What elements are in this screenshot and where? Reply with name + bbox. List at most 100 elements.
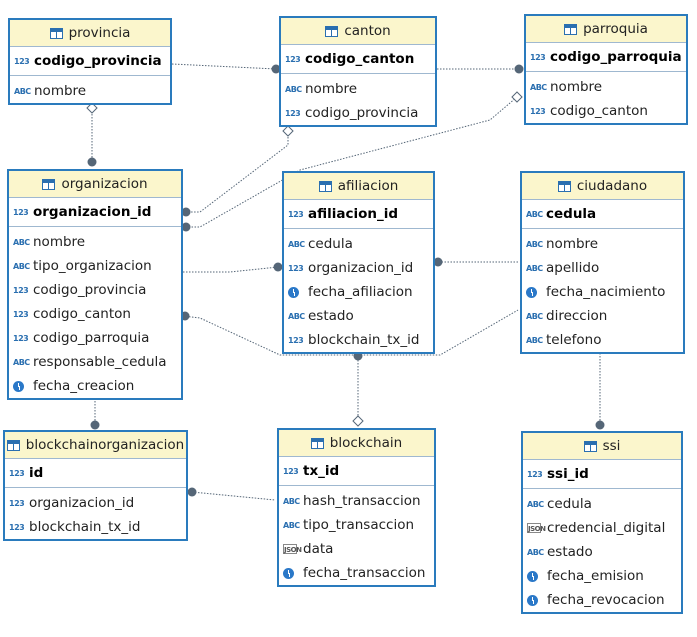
number-type-icon: 123 (9, 468, 25, 478)
date-type-icon (526, 286, 537, 298)
table-header[interactable]: afiliacion (284, 173, 433, 200)
text-type-icon: ABC (288, 311, 305, 321)
date-type-icon (13, 380, 24, 392)
edge-parroquia-organizacion (186, 96, 518, 228)
table-header[interactable]: organizacion (9, 171, 181, 198)
table-icon (310, 437, 324, 449)
table-title: afiliacion (337, 178, 399, 194)
relation-end-dot (181, 207, 191, 217)
primary-key-column[interactable]: 123 codigo_parroquia (526, 43, 686, 72)
column-name: tipo_organizacion (33, 258, 152, 274)
column-name: telefono (546, 332, 602, 348)
column-name: codigo_provincia (34, 53, 162, 69)
relation-diamond (511, 91, 523, 103)
column-name: estado (547, 544, 593, 560)
table-title: blockchain (329, 435, 403, 451)
edge-canton-organizacion (186, 131, 289, 213)
column-row[interactable]: fecha_transaccion (279, 561, 434, 585)
number-type-icon: 123 (530, 52, 546, 62)
number-type-icon: 123 (13, 285, 29, 295)
column-name: ssi_id (547, 466, 589, 482)
column-name: nombre (546, 236, 599, 252)
column-row[interactable]: 123 codigo_provincia (281, 101, 435, 125)
relation-end-dot (271, 64, 281, 74)
table-header[interactable]: parroquia (526, 16, 686, 43)
column-row[interactable]: fecha_nacimiento (522, 280, 683, 304)
column-name: codigo_provincia (305, 105, 419, 121)
table-header[interactable]: ssi (523, 433, 681, 460)
column-name: nombre (34, 83, 87, 99)
text-type-icon: ABC (526, 263, 543, 273)
text-type-icon: ABC (288, 239, 305, 249)
number-type-icon: 123 (13, 309, 29, 319)
number-type-icon: 123 (527, 469, 543, 479)
column-row[interactable]: fecha_afiliacion (284, 280, 433, 304)
table-header[interactable]: blockchainorganizacion (5, 432, 186, 459)
relation-end-dot (433, 257, 443, 267)
column-name: codigo_canton (305, 51, 415, 67)
table-header[interactable]: ciudadano (522, 173, 683, 200)
column-row[interactable]: fecha_revocacion (523, 588, 681, 612)
table-title: canton (344, 23, 391, 39)
column-name: nombre (550, 79, 603, 95)
number-type-icon: 123 (285, 108, 301, 118)
date-type-icon (527, 594, 538, 606)
table-header[interactable]: provincia (10, 20, 170, 47)
table-title: ssi (602, 438, 621, 454)
column-row[interactable]: fecha_emision (523, 564, 681, 588)
number-type-icon: 123 (288, 335, 304, 345)
table-header[interactable]: blockchain (279, 430, 434, 457)
text-type-icon: ABC (527, 547, 544, 557)
text-type-icon: ABC (283, 520, 300, 530)
column-name: codigo_parroquia (550, 49, 682, 65)
number-type-icon: 123 (13, 207, 29, 217)
column-row[interactable]: fecha_creacion (9, 374, 181, 398)
primary-key-column[interactable]: 123 ssi_id (523, 460, 681, 489)
relation-diamond (86, 102, 98, 114)
table-header[interactable]: canton (281, 18, 435, 45)
